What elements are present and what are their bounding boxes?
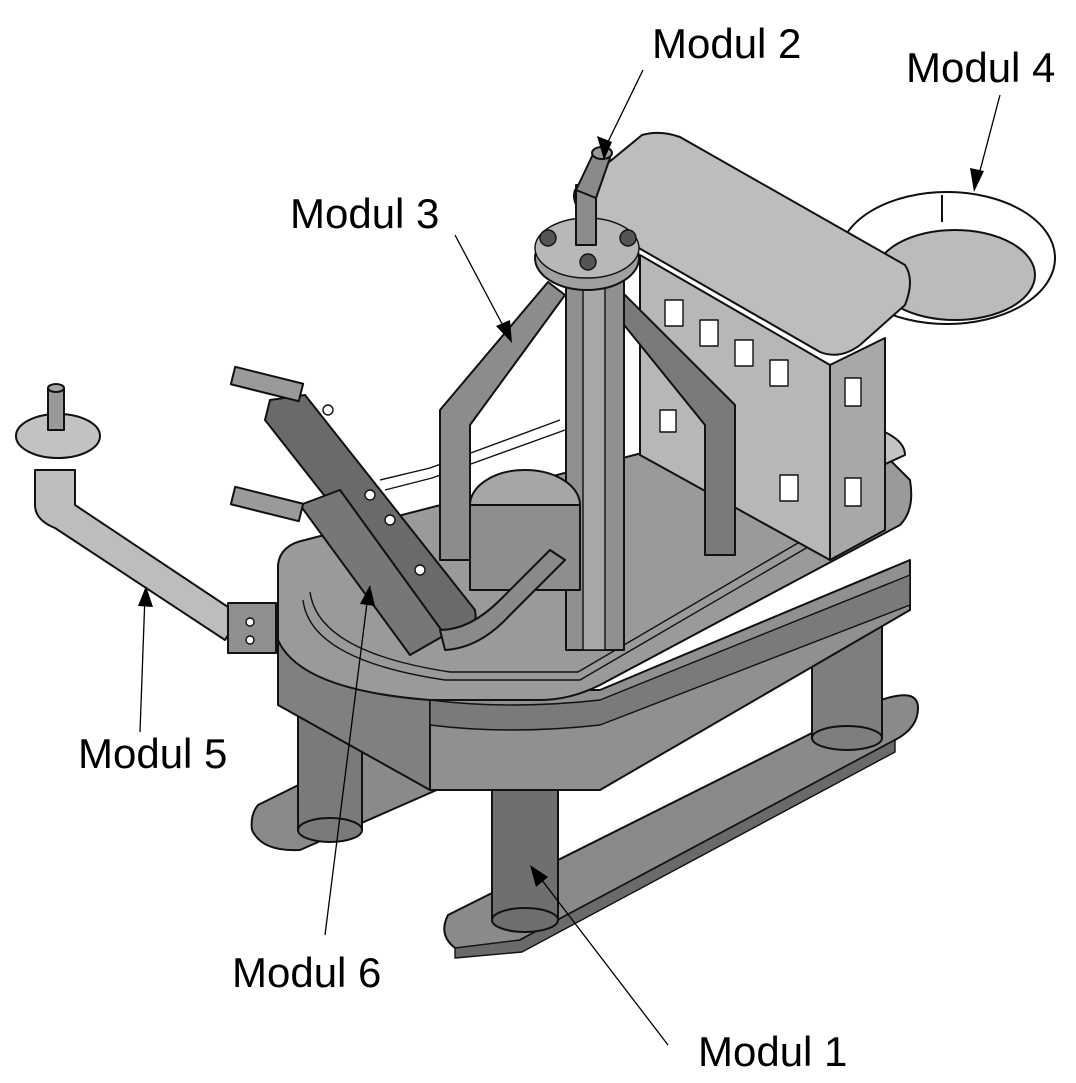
leader-lines: [138, 69, 1001, 1046]
leader-modul-6: [324, 594, 369, 936]
leader-modul-2: [603, 69, 644, 151]
label-modul-3: Modul 3: [290, 190, 439, 237]
leader-modul-5: [139, 594, 146, 733]
arrowhead-modul-6: [360, 585, 375, 606]
label-modul-5: Modul 5: [78, 730, 227, 777]
arrowhead-modul-3: [496, 320, 512, 343]
label-modul-2: Modul 2: [652, 20, 801, 67]
modul-2-pipe: [575, 146, 613, 246]
arrowhead-modul-5: [138, 586, 153, 607]
label-modul-4: Modul 4: [906, 44, 1055, 91]
modul-5-jib: [15, 383, 277, 654]
arrowhead-modul-4: [970, 168, 984, 192]
leader-modul-4: [976, 94, 1001, 183]
arrowhead-modul-1: [530, 865, 548, 887]
leader-modul-1: [537, 874, 669, 1046]
modul-6-crane: [229, 365, 581, 656]
leader-modul-3: [454, 234, 509, 336]
label-modul-1: Modul 1: [698, 1028, 847, 1075]
arrowhead-modul-2: [597, 136, 612, 160]
label-modul-6: Modul 6: [232, 949, 381, 996]
labels: Modul 2 Modul 4 Modul 3 Modul 5 Modul 6 …: [78, 20, 1055, 1075]
windows: [659, 299, 862, 507]
